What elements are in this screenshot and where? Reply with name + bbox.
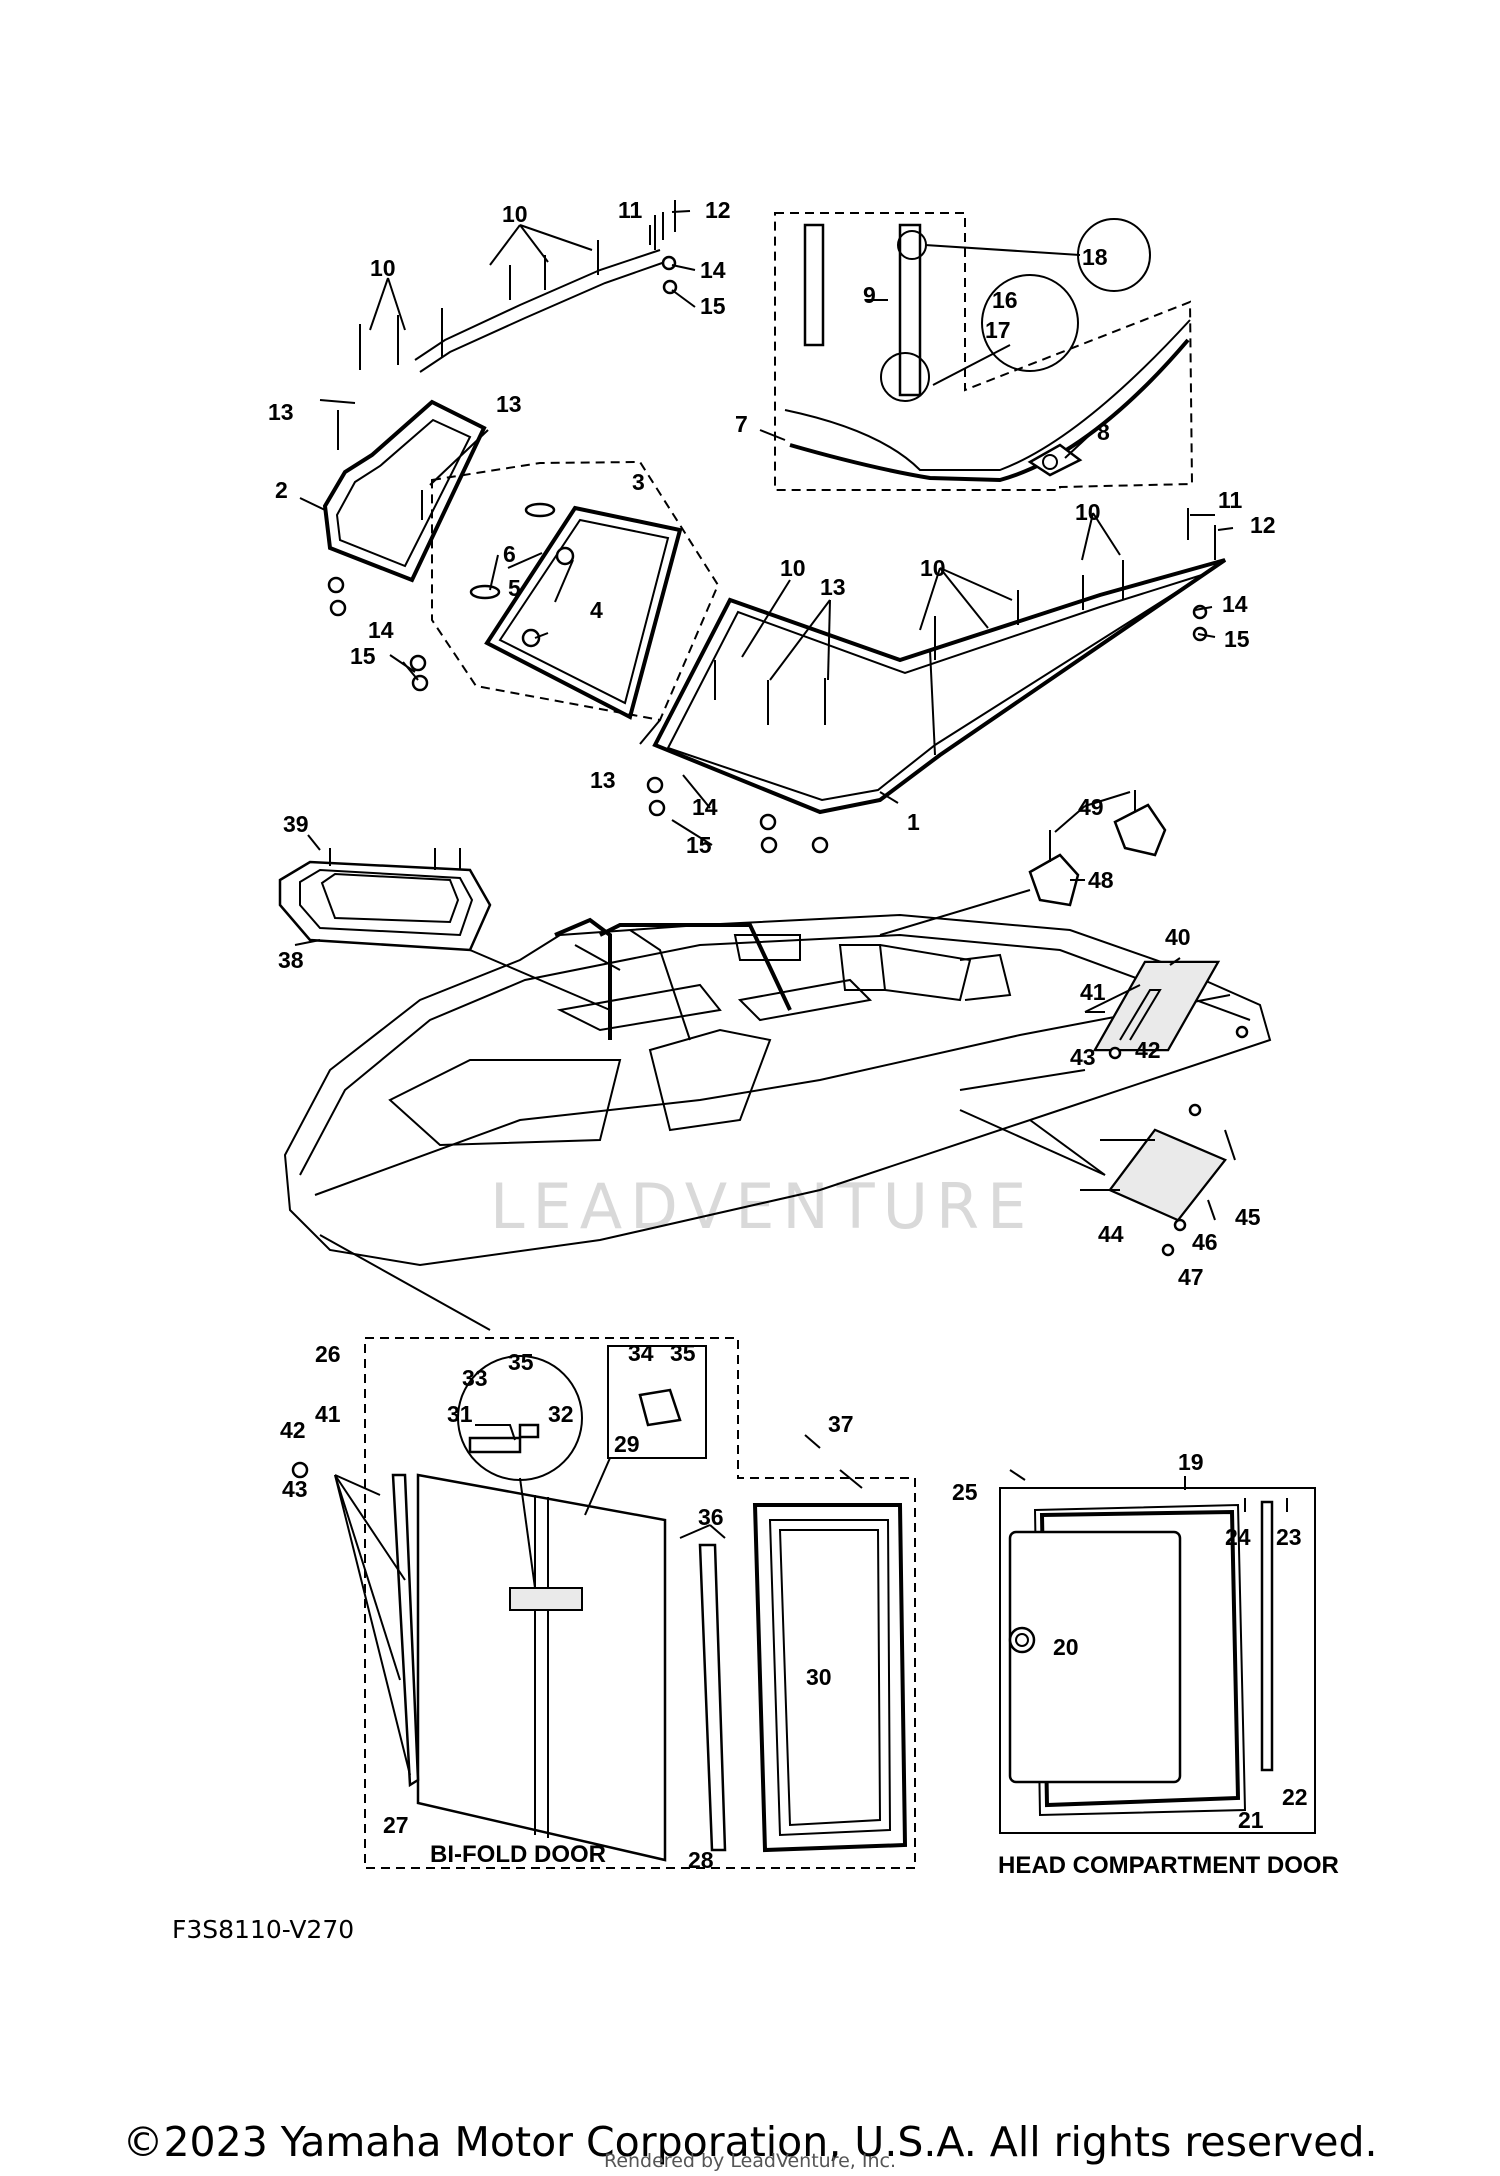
label-2: 2 [275,477,288,503]
label-10c: 10 [780,555,806,581]
copyright-notice: ©2023 Yamaha Motor Corporation, U.S.A. A… [122,2118,1378,2166]
caption-head-compartment-door: HEAD COMPARTMENT DOOR [998,1852,1339,1879]
storage-bin-38 [278,834,611,1011]
label-28: 28 [688,1847,714,1873]
label-10d: 10 [920,555,946,581]
rendered-by-notice: Rendered by LeadVenture, Inc. [603,2150,897,2172]
label-13b: 13 [496,391,522,417]
label-27: 27 [383,1812,409,1838]
label-7: 7 [735,411,748,437]
label-49: 49 [1078,794,1104,820]
label-43a: 43 [1070,1044,1096,1070]
label-22: 22 [1282,1784,1308,1810]
label-42a: 42 [1135,1037,1161,1063]
label-37: 37 [828,1411,854,1437]
label-9: 9 [863,282,876,308]
fastener-screws [337,200,1216,725]
label-35a: 35 [508,1349,534,1375]
label-38: 38 [278,947,304,973]
label-17: 17 [985,317,1011,343]
caption-bifold-door: BI-FOLD DOOR [430,1841,606,1868]
label-16: 16 [992,287,1018,313]
label-11a: 11 [618,197,643,223]
label-10e: 10 [1075,499,1101,525]
label-18: 18 [1082,244,1108,270]
label-14c: 14 [1222,591,1248,617]
windshield-assembly [322,200,1227,854]
label-39: 39 [283,811,309,837]
label-15c: 15 [1224,626,1250,652]
label-15b: 15 [350,643,376,669]
label-13d: 13 [590,767,616,793]
detail-box-7 [759,212,1194,491]
label-42b: 42 [280,1417,306,1443]
label-8: 8 [1097,419,1110,445]
label-12b: 12 [1250,512,1276,538]
label-3: 3 [632,469,645,495]
label-14d: 14 [692,794,718,820]
head-compartment-door-box-19 [999,1469,1316,1834]
hatch-40 [959,957,1221,1091]
label-14b: 14 [368,617,394,643]
label-30: 30 [806,1664,832,1690]
label-13c: 13 [820,574,846,600]
label-41b: 41 [315,1401,341,1427]
label-6: 6 [503,541,516,567]
diagram-code: F3S8110-V270 [172,1915,354,1944]
boat-hull [283,913,1272,1267]
label-34: 34 [628,1340,654,1366]
label-32: 32 [548,1401,574,1427]
label-36: 36 [698,1504,724,1530]
label-46: 46 [1192,1229,1218,1255]
callout-labels: 1 2 3 4 5 6 7 8 9 10 10 10 10 10 11 11 1… [268,197,1308,1873]
label-31: 31 [447,1401,473,1427]
label-25: 25 [952,1479,978,1505]
label-44: 44 [1098,1221,1124,1247]
label-12a: 12 [705,197,731,223]
label-23: 23 [1276,1524,1302,1550]
clips-48-49 [879,790,1167,936]
label-11b: 11 [1218,487,1243,513]
label-21: 21 [1238,1807,1264,1833]
label-48: 48 [1088,867,1114,893]
label-15d: 15 [686,832,712,858]
label-41a: 41 [1080,979,1106,1005]
label-35b: 35 [670,1340,696,1366]
label-26: 26 [315,1341,341,1367]
label-29: 29 [614,1431,640,1457]
leader-bifold [319,1234,491,1331]
label-14a: 14 [700,257,726,283]
hatch-44 [959,1103,1236,1257]
label-43b: 43 [282,1476,308,1502]
label-10a: 10 [502,201,528,227]
label-40: 40 [1165,924,1191,950]
nuts-washers [327,255,1208,854]
label-24: 24 [1225,1524,1251,1550]
label-4: 4 [590,597,603,623]
label-1: 1 [907,809,920,835]
leader-lines-top [299,210,1234,846]
watermark-text: LEADVENTURE [490,1170,1034,1243]
bifold-door-box-26 [291,1337,916,1869]
label-15a: 15 [700,293,726,319]
label-45: 45 [1235,1204,1261,1230]
label-10b: 10 [370,255,396,281]
label-20: 20 [1053,1634,1079,1660]
label-19: 19 [1178,1449,1204,1475]
label-33: 33 [462,1365,488,1391]
label-47: 47 [1178,1264,1204,1290]
label-13a: 13 [268,399,294,425]
label-5: 5 [508,575,521,601]
